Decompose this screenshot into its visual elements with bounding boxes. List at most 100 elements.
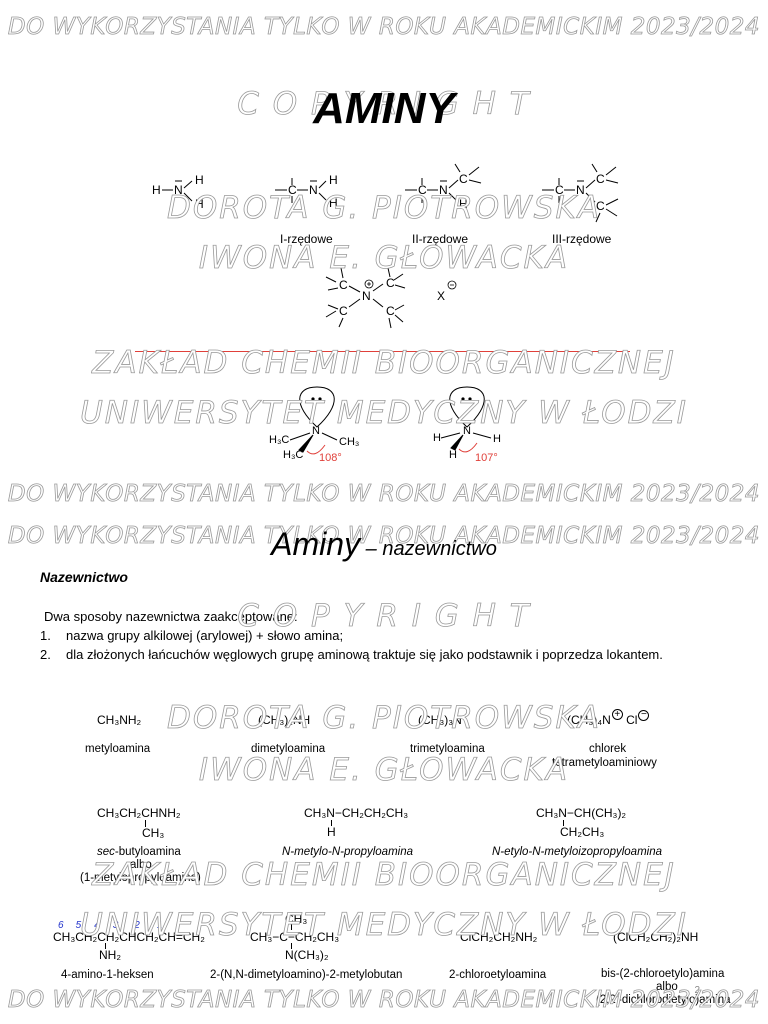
ammonia-structure: H N H H	[152, 173, 204, 211]
tertiary-amine-structure: C N C C	[542, 163, 619, 223]
plus-charge: +	[611, 709, 623, 720]
svg-text:C: C	[288, 183, 297, 197]
rule-2: 2.dla złożonych łańcuchów węglowych grup…	[40, 647, 663, 662]
formula-bis-chloroethylamine: (ClCH₂CH₂)₂NH	[613, 930, 699, 944]
svg-text:C: C	[596, 199, 605, 213]
branch-bond	[563, 820, 564, 826]
svg-text:C: C	[386, 304, 395, 318]
svg-text:C: C	[555, 183, 564, 197]
angle-107: 107°	[475, 452, 498, 464]
watermark-usage-top: DO WYKORZYSTANIA TYLKO W ROKU AKADEMICKI…	[7, 14, 761, 41]
ch3-left: H₃C	[269, 434, 289, 446]
name-tetramethylammonium-2: tetrametyloaminiowy	[552, 757, 657, 769]
secondary-amine-structure: C N C H	[405, 163, 482, 211]
locant: 1	[156, 920, 163, 931]
name-dimethylamine: dimetyloamina	[251, 743, 326, 755]
title-main: Aminy	[271, 526, 361, 562]
svg-text:N: N	[362, 289, 371, 303]
amine-geometry-diagram: N H₃C CH₃ H₃C 108° N H H H 107°	[269, 386, 501, 464]
formula-4-amino-1-hexene: CH₃CH₂CH₂CHCH₂CH=CH₂	[53, 930, 205, 944]
formula-2-chloroethylamine: ClCH₂CH₂NH₂	[460, 930, 538, 944]
svg-text:H: H	[329, 173, 338, 187]
branch-bond	[105, 943, 106, 949]
slide-title: AMINY	[313, 84, 455, 133]
svg-text:C: C	[386, 276, 395, 290]
name-methylamine: metyloamina	[85, 743, 151, 755]
amine-classes-diagram: H N H H C N H H I-rzędowe	[152, 163, 619, 329]
albo-1: albo	[130, 859, 152, 871]
svg-text:H: H	[449, 449, 457, 461]
svg-text:N: N	[312, 425, 320, 437]
svg-text:C: C	[339, 304, 348, 318]
branch-sec-butylamine: CH₃	[142, 826, 165, 840]
name-2-chloroethylamine: 2-chloroetyloamina	[449, 969, 547, 981]
atom-h: H	[152, 183, 161, 197]
locant: 2	[134, 920, 140, 931]
page-number: 2	[694, 985, 700, 996]
svg-text:H: H	[329, 196, 338, 210]
atom-n: N	[174, 183, 183, 197]
branch-bond	[291, 924, 292, 930]
formula-tetramethylammonium: (CH₃)₄N+ Cl−	[567, 709, 650, 728]
svg-text:H: H	[493, 433, 501, 445]
atom-h: H	[195, 197, 204, 211]
svg-text:C: C	[459, 172, 468, 186]
ammonia-geometry: N H H H 107°	[433, 386, 501, 464]
formula-methylamine: CH₃NH₂	[97, 713, 142, 727]
locant: 6	[58, 920, 64, 931]
name-sec-butylamine: sec-butyloamina	[97, 846, 181, 858]
formula-dimethylamine: (CH₃)₂NH	[258, 713, 311, 727]
svg-text:H: H	[433, 432, 441, 444]
svg-text:H: H	[459, 197, 468, 211]
watermark-usage-mid: DO WYKORZYSTANIA TYLKO W ROKU AKADEMICKI…	[7, 481, 761, 508]
angle-108: 108°	[319, 452, 342, 464]
formula-n-ethyl-n-methylisopropylamine: CH₃N−CH(CH₃)₂	[536, 806, 627, 820]
slide2-title: Aminy – nazewnictwo	[0, 526, 768, 563]
name-alt-bis-chloroethylamine: (2,2'-dichlorodietylo)amina	[596, 994, 731, 1006]
svg-text:N: N	[439, 183, 448, 197]
name-4-amino-1-hexene: 4-amino-1-heksen	[61, 969, 154, 981]
svg-text:C: C	[596, 172, 605, 186]
name-trimethylamine: trimetyloamina	[410, 743, 485, 755]
albo-2: albo	[656, 981, 678, 993]
name-dimethylamino-methylbutane: 2-(N,N-dimetyloamino)-2-metylobutan	[210, 969, 403, 981]
name-bis-chloroethylamine: bis-(2-chloroetylo)amina	[601, 968, 725, 980]
svg-text:N: N	[576, 183, 585, 197]
name-tetramethylammonium-1: chlorek	[589, 743, 627, 755]
trimethylamine-geometry: N H₃C CH₃ H₃C 108°	[269, 386, 359, 464]
branch-4-amino-1-hexene: NH₂	[99, 948, 121, 962]
label-secondary: II-rzędowe	[412, 232, 468, 246]
formula-n-methyl-n-propylamine: CH₃N−CH₂CH₂CH₃	[304, 806, 409, 820]
ch3-right: CH₃	[339, 436, 359, 448]
minus-charge: −	[638, 710, 650, 721]
formula-dimethylamino-methylbutane: CH₃−C−CH₂CH₃	[250, 930, 340, 944]
atom-h: H	[195, 173, 204, 187]
name-alt-sec-butylamine: (1-metylopropyloamina)	[80, 872, 201, 884]
branch-bond	[291, 943, 292, 949]
branch-bond	[145, 820, 146, 827]
branch-n-methyl-n-propylamine: H	[327, 825, 336, 839]
label-primary: I-rzędowe	[280, 232, 333, 246]
locant: 5	[75, 920, 82, 931]
svg-text:C: C	[339, 278, 348, 292]
svg-text:C: C	[418, 183, 427, 197]
top-methyl: CH₃	[285, 912, 308, 926]
section-heading: Nazewnictwo	[40, 569, 128, 585]
formula-sec-butylamine: CH₃CH₂CHNH₂	[97, 806, 181, 820]
name-n-ethyl-n-methylisopropylamine: N-etylo-N-metyloizopropyloamina	[492, 846, 663, 858]
primary-amine-structure: C N H H	[275, 173, 338, 210]
svg-text:N: N	[309, 183, 318, 197]
branch-dimethylamino: N(CH₃)₂	[285, 948, 329, 962]
formula-trimethylamine: (CH₃)₃N	[418, 713, 462, 727]
svg-text:N: N	[463, 425, 471, 437]
branch-n-ethyl-n-methylisopropylamine: CH₂CH₃	[560, 825, 605, 839]
label-tertiary: III-rzędowe	[552, 232, 612, 246]
rule-1: 1.nazwa grupy alkilowej (arylowej) + sło…	[40, 628, 344, 643]
branch-bond	[331, 820, 332, 826]
name-n-methyl-n-propylamine: N-metylo-N-propyloamina	[282, 846, 414, 858]
divider-red	[135, 351, 630, 352]
locant: 3	[112, 920, 119, 931]
title-sub: – nazewnictwo	[360, 538, 497, 560]
quaternary-ammonium-structure: N C C C C X	[325, 267, 457, 329]
